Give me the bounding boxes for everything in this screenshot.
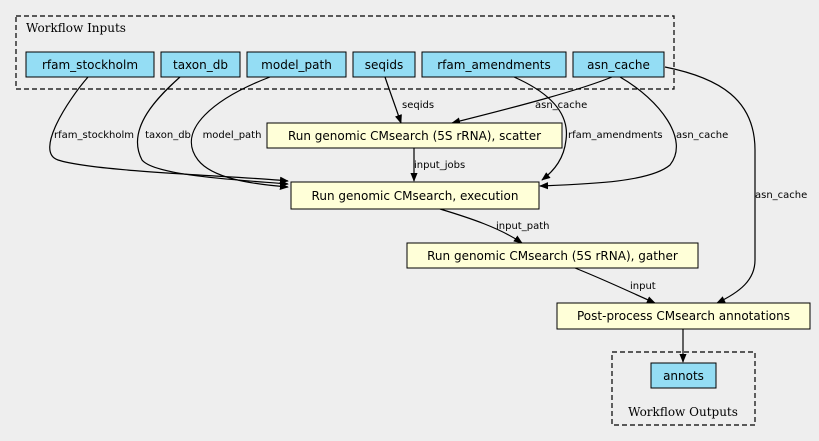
input-label-model-path: model_path: [261, 58, 332, 72]
step-label-postprocess: Post-process CMsearch annotations: [577, 309, 790, 323]
input-label-rfam-amendments: rfam_amendments: [437, 58, 550, 72]
edge-label-asn-cache-exec: asn_cache: [676, 130, 728, 141]
output-label-annots: annots: [663, 369, 704, 383]
input-node-model-path[interactable]: model_path: [246, 51, 347, 78]
edge-label-input-path: input_path: [496, 221, 549, 232]
edge-model-path: [190, 76, 289, 190]
edge-label-asn-cache-scatter: asn_cache: [535, 100, 587, 111]
edge-label-asn-cache-post: asn_cache: [755, 190, 807, 201]
edge-seqids: [384, 76, 402, 124]
edges: [49, 66, 756, 363]
input-node-seqids[interactable]: seqids: [352, 51, 416, 78]
step-label-execution: Run genomic CMsearch, execution: [312, 189, 519, 203]
edge-asn-cache-scatter: [451, 76, 613, 125]
input-node-asn-cache[interactable]: asn_cache: [572, 51, 665, 78]
input-node-rfam-stockholm[interactable]: rfam_stockholm: [25, 51, 155, 78]
workflow-outputs-label: Workflow Outputs: [628, 405, 738, 419]
edge-label-taxon-db: taxon_db: [145, 130, 191, 141]
step-node-gather[interactable]: Run genomic CMsearch (5S rRNA), gather: [406, 242, 699, 269]
workflow-inputs-cluster: Workflow Inputs: [15, 15, 675, 90]
edge-rfam-stockholm: [49, 76, 289, 184]
input-node-rfam-amendments[interactable]: rfam_amendments: [421, 51, 567, 78]
workflow-inputs-label: Workflow Inputs: [26, 21, 126, 35]
edge-input-path: [439, 208, 523, 244]
input-label-rfam-stockholm: rfam_stockholm: [42, 58, 138, 72]
edge-asn-cache-exec: [539, 76, 677, 190]
step-label-gather: Run genomic CMsearch (5S rRNA), gather: [427, 249, 678, 263]
edge-label-seqids: seqids: [402, 100, 434, 111]
edge-label-rfam-stockholm: rfam_stockholm: [54, 130, 134, 141]
edge-label-model-path: model_path: [203, 130, 262, 141]
edge-asn-cache-post: [664, 66, 756, 304]
input-node-taxon-db[interactable]: taxon_db: [160, 51, 241, 78]
workflow-outputs-cluster: Workflow Outputs: [611, 351, 756, 426]
step-node-scatter[interactable]: Run genomic CMsearch (5S rRNA), scatter: [266, 122, 563, 149]
step-label-scatter: Run genomic CMsearch (5S rRNA), scatter: [288, 129, 541, 143]
edge-labels: rfam_stockholm taxon_db model_path seqid…: [54, 100, 807, 292]
edge-label-input-jobs: input_jobs: [414, 160, 465, 171]
edge-label-rfam-amendments: rfam_amendments: [568, 130, 663, 141]
edge-input: [574, 267, 656, 304]
input-label-asn-cache: asn_cache: [587, 58, 650, 72]
input-label-seqids: seqids: [365, 58, 403, 72]
input-label-taxon-db: taxon_db: [173, 58, 228, 72]
step-nodes: Run genomic CMsearch (5S rRNA), scatter …: [266, 122, 811, 330]
output-node-annots[interactable]: annots: [650, 362, 717, 389]
input-nodes: rfam_stockholm taxon_db model_path seqid…: [25, 51, 665, 78]
edge-label-input: input: [630, 281, 656, 292]
step-node-execution[interactable]: Run genomic CMsearch, execution: [290, 181, 540, 210]
edge-rfam-amendments: [513, 76, 568, 181]
step-node-postprocess[interactable]: Post-process CMsearch annotations: [556, 302, 811, 330]
